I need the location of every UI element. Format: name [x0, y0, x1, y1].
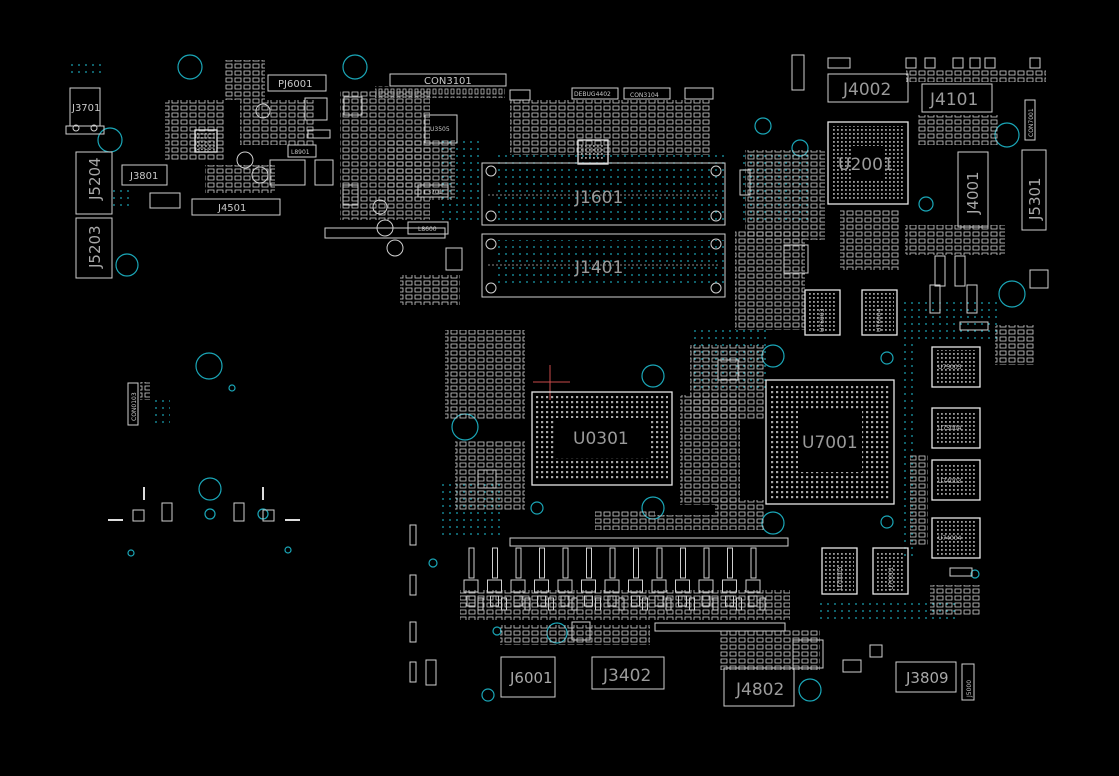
label-j4802: J4802 [735, 680, 784, 700]
vrm-phase-part [492, 547, 498, 579]
gpu-area: U7001 U75003 U75004 U74003 U74004 U70003… [765, 346, 981, 615]
label-j4002: J4002 [842, 80, 891, 100]
label-j3701: J3701 [71, 103, 100, 114]
vrm-phase-part [727, 547, 733, 579]
top-left-area: J3701 J5204 J5203 J3801 J4501 PJ6001 L89… [65, 60, 334, 522]
vrm-phase-part [562, 547, 569, 579]
power-stage-row: J6001 J3402 J4802 J3809 J5000 [409, 524, 975, 707]
label-j5301: J5301 [1026, 177, 1044, 221]
label-u2001: U2001 [838, 155, 894, 175]
vrm-phase-part [680, 547, 686, 579]
label-u76004: U76004 [876, 308, 883, 332]
label-u70003: U70003 [837, 566, 844, 590]
vrm-phase-part [633, 547, 639, 579]
vrm-phase-part [703, 547, 710, 579]
vrm-phase-part [539, 547, 545, 579]
vrm-phase-part [586, 547, 592, 579]
label-j5204: J5204 [86, 157, 104, 201]
label-j6001: J6001 [509, 669, 553, 687]
label-u0301: U0301 [573, 429, 629, 449]
vrm-phase-part [750, 547, 757, 579]
label-j4101: J4101 [929, 90, 978, 110]
vrm-phase-part [468, 547, 475, 579]
label-j3402: J3402 [602, 666, 651, 686]
label-j3801: J3801 [129, 171, 158, 182]
label-j3809: J3809 [905, 669, 949, 687]
label-l8901: L8901 [291, 149, 310, 156]
top-center-area: CON3101 U3505 L8600 L3701 DEBUG4402 CON3… [324, 73, 726, 305]
vrm-phase-part [515, 547, 522, 579]
top-right-area: J4002 J4101 U2001 J4001 J5301 CON7001 [735, 54, 1049, 365]
label-debug4402: DEBUG4402 [574, 91, 611, 98]
label-u75003: U75003 [938, 364, 962, 371]
label-j1601: J1601 [574, 188, 623, 208]
label-u3505: U3505 [430, 126, 450, 133]
label-j4001: J4001 [964, 171, 982, 215]
label-con3104: CON3104 [630, 92, 659, 99]
label-u75004: U75004 [938, 425, 962, 432]
label-con0103: CON0103 [131, 392, 138, 421]
label-l8600: L8600 [418, 226, 437, 233]
label-con7001: CON7001 [1028, 108, 1035, 137]
label-j5203: J5203 [86, 225, 104, 269]
vrm-phase-part [656, 547, 663, 579]
label-u74003: U74003 [938, 478, 962, 485]
label-j4501: J4501 [217, 203, 246, 214]
label-u7001: U7001 [802, 433, 858, 453]
label-j1401: J1401 [574, 258, 623, 278]
label-u74004: U74004 [938, 535, 962, 542]
label-u70001: U70001 [888, 566, 895, 590]
vrm-phase-part [609, 547, 616, 579]
label-u76003: U76003 [819, 308, 826, 332]
label-j5000: J5000 [966, 680, 973, 698]
label-l3701: L3701 [424, 189, 443, 196]
cpu-area: U0301 [445, 330, 765, 530]
label-con3101: CON3101 [424, 76, 472, 87]
label-pj6001: PJ6001 [278, 79, 312, 90]
